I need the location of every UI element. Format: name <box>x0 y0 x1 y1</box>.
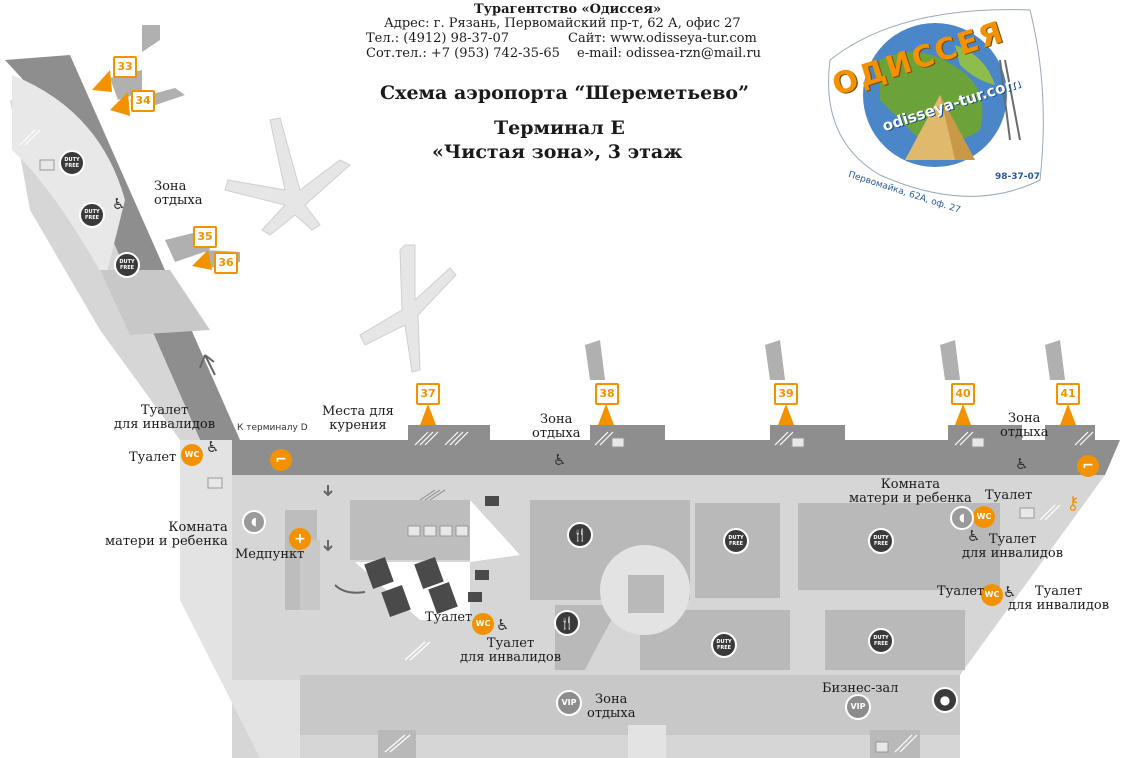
toilet-label: Туалет <box>425 610 473 625</box>
restaurant-icon: 🍴 <box>554 610 580 636</box>
gate-corridor <box>200 425 1120 475</box>
agency-site: Сайт: www.odisseya-tur.com <box>568 31 757 46</box>
wheelchair-icon: ♿ <box>206 438 220 456</box>
toilet-label: Туалет <box>129 450 177 465</box>
wheelchair-icon: ♿ <box>967 527 981 545</box>
restaurant-icon: 🍴 <box>567 522 593 548</box>
escalator-icon <box>19 129 1094 753</box>
agency-mobile: Сот.тел.: +7 (953) 742-35-65 <box>366 46 560 61</box>
smoking-icon: ⌐ <box>1077 455 1099 477</box>
block-shop-3 <box>798 503 1000 590</box>
pier-curve <box>12 75 125 280</box>
vip-icon: VIP <box>556 690 582 716</box>
gate-39[interactable]: 39 <box>774 383 798 405</box>
vip-icon: VIP <box>845 694 871 720</box>
arrow-icon <box>199 354 366 594</box>
wc-icon[interactable]: WC <box>973 506 995 528</box>
agency-name: Турагентство «Одиссея» <box>474 2 662 17</box>
zone-title: «Чистая зона», 3 этаж <box>432 141 683 163</box>
passport-booths <box>364 496 499 617</box>
medical-cross-icon: + <box>289 528 311 550</box>
toilet-label: Туалет <box>985 488 1033 503</box>
agency-email: e-mail: odissea-rzn@mail.ru <box>577 46 762 61</box>
gate-34[interactable]: 34 <box>131 90 155 112</box>
map-title: Схема аэропорта “Шереметьево” <box>380 82 750 104</box>
logo-phone: 98-37-07 <box>995 172 1041 182</box>
gate-33[interactable]: 33 <box>113 56 137 78</box>
floor-left-wing <box>180 440 300 758</box>
central-square <box>628 575 664 613</box>
baggage-key-icon: ⚷ <box>1066 493 1080 514</box>
gate-markers <box>92 70 1076 425</box>
baby-care-icon: ◖ <box>242 510 266 534</box>
pier-corridor <box>5 55 240 440</box>
wc-icon[interactable]: WC <box>472 613 494 635</box>
agency-phone: Тел.: (4912) 98-37-07 <box>366 31 510 46</box>
wheelchair-icon: ♿ <box>112 195 126 213</box>
smoking-icon: ⌐ <box>270 449 292 471</box>
gate-37[interactable]: 37 <box>416 383 440 405</box>
wc-icon[interactable]: WC <box>981 584 1003 606</box>
gate-36[interactable]: 36 <box>214 252 238 274</box>
passport-zone <box>470 500 520 562</box>
gate-38[interactable]: 38 <box>595 383 619 405</box>
airplane-icon <box>359 244 457 373</box>
medpoint-label: Медпункт <box>235 547 305 562</box>
agency-address: Адрес: г. Рязань, Первомайский пр-т, 62 … <box>384 16 741 31</box>
baby-care-icon: ◖ <box>950 506 974 530</box>
wheelchair-icon: ♿ <box>1003 583 1017 601</box>
airplane-icon <box>224 117 351 236</box>
escalator-icon <box>419 489 446 501</box>
gate-41[interactable]: 41 <box>1056 383 1080 405</box>
logo <box>828 9 1044 197</box>
wheelchair-icon: ♿ <box>1015 455 1029 473</box>
bottom-exit-2 <box>628 725 666 758</box>
wheelchair-icon: ♿ <box>553 451 567 469</box>
toilet-label: Туалет <box>937 584 985 599</box>
elevator-icon <box>39 159 1035 753</box>
terminal-title: Терминал E <box>494 117 625 139</box>
lounge-icon: ● <box>932 687 958 713</box>
wc-icon[interactable]: WC <box>181 444 203 466</box>
wheelchair-icon: ♿ <box>496 616 510 634</box>
to-terminal-d-label: К терминалу D <box>237 423 308 433</box>
business-lounge-label: Бизнес-зал <box>822 681 899 696</box>
pier-lower-floor <box>100 270 210 335</box>
left-service-block <box>300 540 320 610</box>
gate-40[interactable]: 40 <box>951 383 975 405</box>
bottom-exit-1 <box>378 730 416 758</box>
gate-35[interactable]: 35 <box>193 226 217 248</box>
block-shop-5 <box>825 610 965 670</box>
